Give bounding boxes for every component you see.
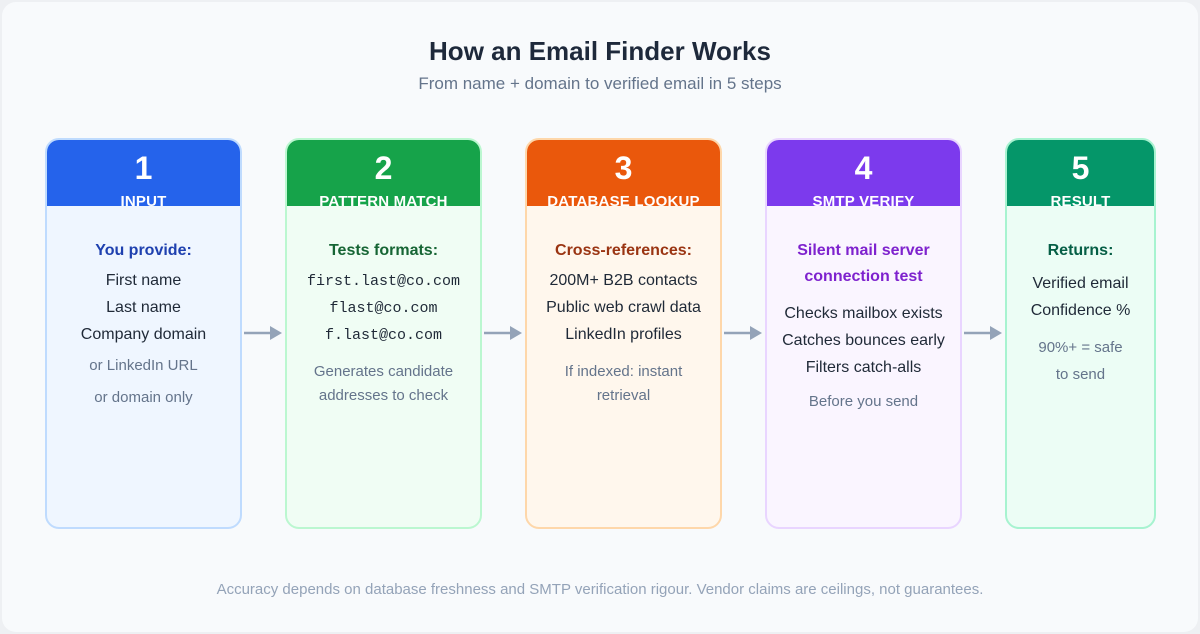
- step-name: DATABASE LOOKUP: [547, 193, 700, 206]
- step-heading: Silent mail server: [797, 242, 930, 259]
- step-name: SMTP VERIFY: [812, 193, 915, 206]
- step-number: 1: [134, 150, 153, 186]
- step-note: retrieval: [596, 387, 651, 404]
- step-item: first.last@co.com: [306, 273, 461, 290]
- step-number: 4: [854, 150, 873, 186]
- step-item: Last name: [106, 299, 181, 316]
- step-card-result: 5 RESULT Returns: Verified email Confide…: [1005, 138, 1156, 529]
- step-header: 5 RESULT: [1007, 140, 1154, 206]
- step-header: 2 PATTERN MATCH: [287, 140, 480, 206]
- step-card-input: 1 INPUT You provide: First name Last nam…: [45, 138, 242, 529]
- step-heading: You provide:: [95, 242, 192, 259]
- step-name: PATTERN MATCH: [319, 193, 448, 206]
- step-note: or LinkedIn URL: [89, 357, 198, 374]
- step-card-smtp-verify: 4 SMTP VERIFY Silent mail server connect…: [765, 138, 962, 529]
- step-item: Catches bounces early: [782, 332, 945, 349]
- step-name: INPUT: [120, 193, 167, 206]
- step-card-pattern-match: 2 PATTERN MATCH Tests formats: first.las…: [285, 138, 482, 529]
- step-number: 5: [1071, 150, 1090, 186]
- step-number: 2: [374, 150, 393, 186]
- step-item: Filters catch-alls: [805, 359, 922, 376]
- step-header: 1 INPUT: [47, 140, 240, 206]
- step-note: or domain only: [94, 389, 193, 406]
- step-item: Company domain: [80, 326, 207, 343]
- step-note: Generates candidate: [313, 363, 454, 380]
- step-note: Before you send: [808, 393, 919, 410]
- step-item: flast@co.com: [329, 300, 438, 317]
- step-item: 200M+ B2B contacts: [549, 272, 698, 289]
- step-heading: connection test: [804, 268, 923, 285]
- step-note: addresses to check: [318, 387, 449, 404]
- step-number: 3: [614, 150, 633, 186]
- step-item: Checks mailbox exists: [784, 305, 943, 322]
- step-header: 4 SMTP VERIFY: [767, 140, 960, 206]
- arrow-right-icon: [964, 326, 1002, 340]
- step-item: Public web crawl data: [546, 299, 701, 316]
- diagram-title: How an Email Finder Works: [429, 36, 771, 66]
- step-header: 3 DATABASE LOOKUP: [527, 140, 720, 206]
- step-note: to send: [1055, 366, 1106, 383]
- step-heading: Cross-references:: [555, 242, 692, 259]
- step-note: 90%+ = safe: [1038, 339, 1123, 356]
- step-name: RESULT: [1050, 193, 1111, 206]
- arrow-right-icon: [724, 326, 762, 340]
- step-heading: Tests formats:: [328, 242, 439, 259]
- step-item: Confidence %: [1030, 302, 1131, 319]
- step-item: First name: [105, 272, 182, 289]
- arrow-right-icon: [484, 326, 522, 340]
- diagram-subtitle: From name + domain to verified email in …: [418, 74, 782, 93]
- step-heading: Returns:: [1047, 242, 1114, 259]
- step-note: If indexed: instant: [564, 363, 683, 380]
- arrow-right-icon: [244, 326, 282, 340]
- step-item: f.last@co.com: [324, 327, 443, 344]
- step-item: Verified email: [1032, 275, 1129, 292]
- step-card-database-lookup: 3 DATABASE LOOKUP Cross-references: 200M…: [525, 138, 722, 529]
- footer-note: Accuracy depends on database freshness a…: [216, 581, 984, 598]
- step-item: LinkedIn profiles: [565, 326, 682, 343]
